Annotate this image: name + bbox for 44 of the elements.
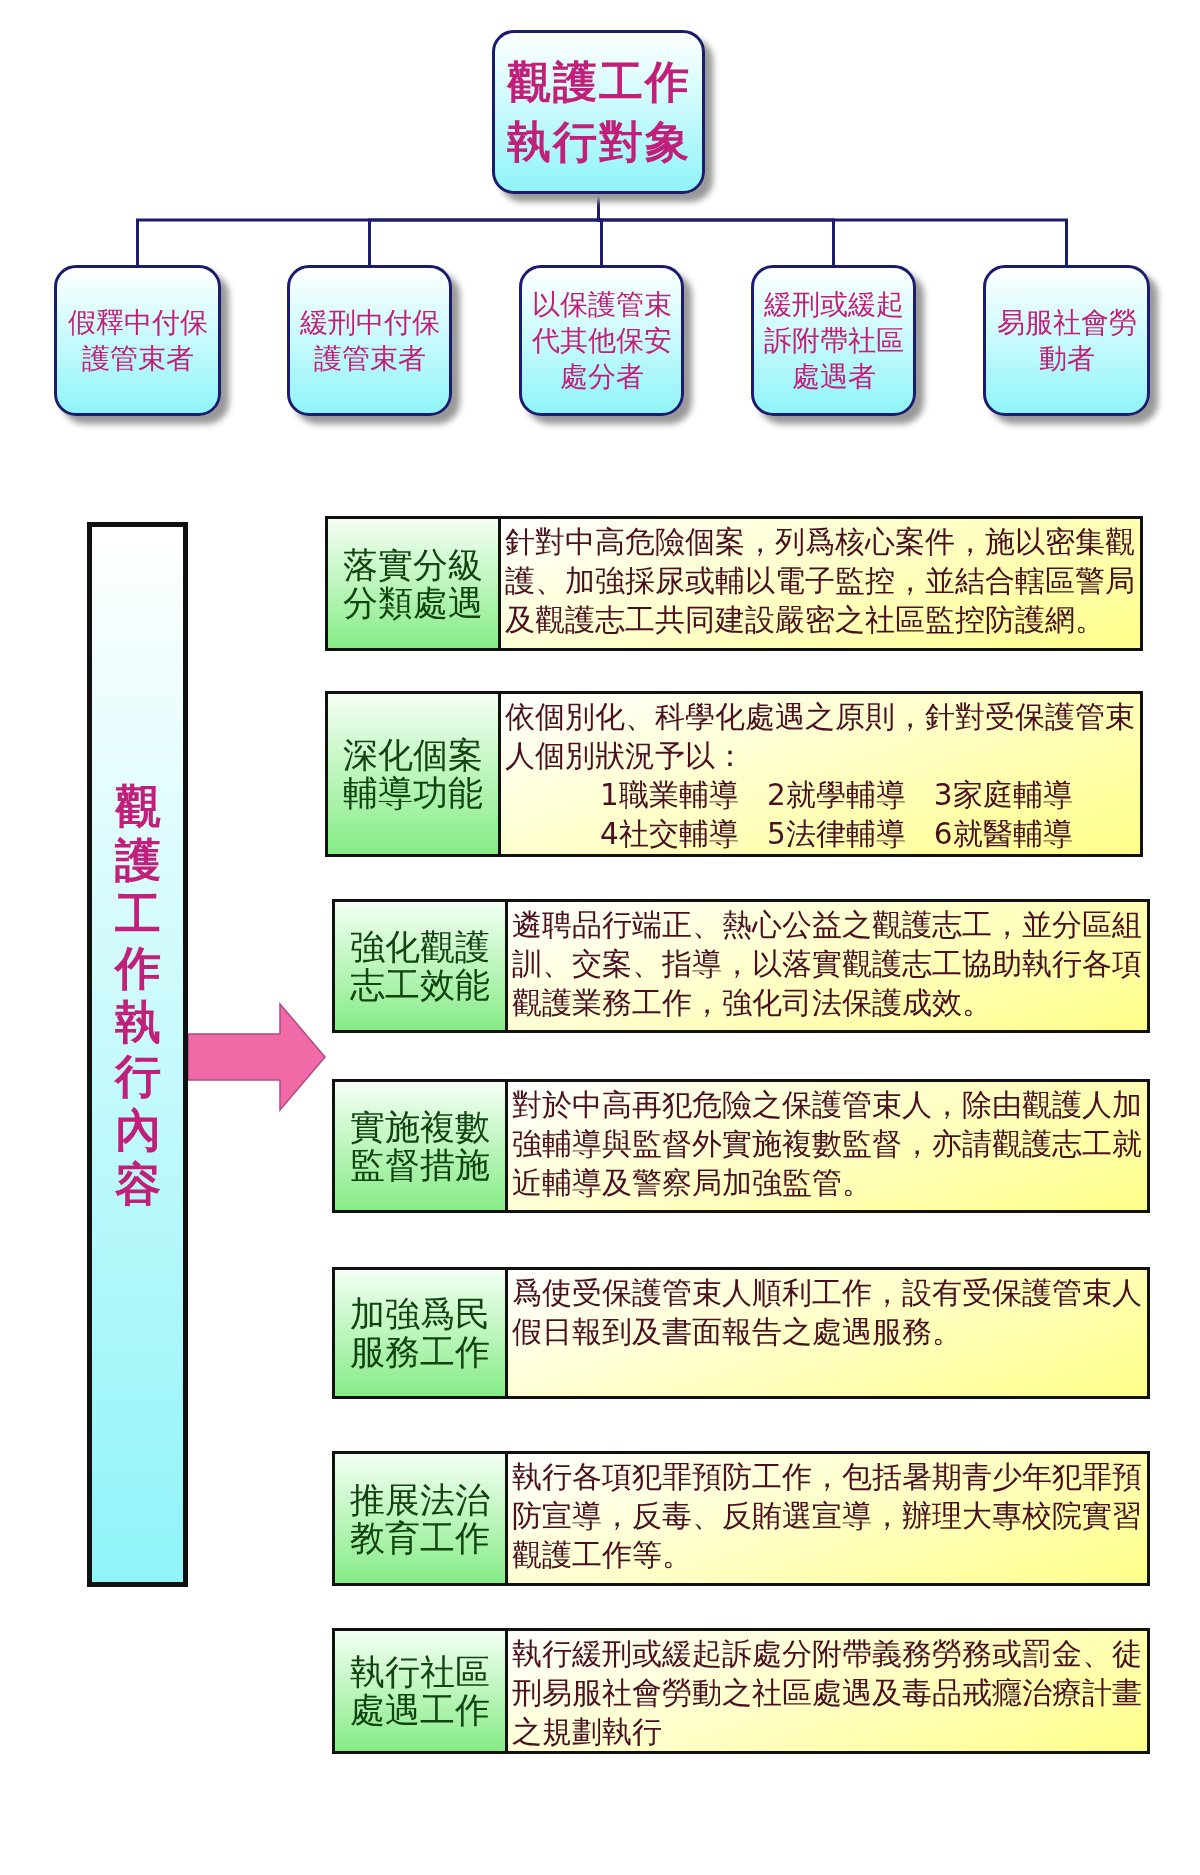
description-text: 執行各項犯罪預防工作，包括暑期青少年犯罪預防宣導，反毒、反賄選宣導，辦理大專校院實習觀護工作等。 [512,1459,1143,1574]
description-text: 執行緩刑或緩起訴處分附帶義務勞務或罰金、徒刑易服社會勞動之社區處遇及毒品戒癮治療計畫之規劃執行 [512,1636,1143,1751]
heading-box [325,691,501,857]
heading-box [332,1267,508,1399]
description-text: 針對中高危險個案，列爲核心案件，施以密集觀護、加強採尿或輔以電子監控，並結合轄區警局及觀護志工共同建設嚴密之社區監控防護網。 [505,524,1136,639]
heading-text: 推展法治教育工作 [349,1480,491,1557]
category-label: 以保護管束代其他保安處分者 [530,286,673,395]
banner-text: 觀護工作執行內容 [113,778,162,1211]
description-box [508,1451,1150,1586]
description-text: 遴聘品行端正、熱心公益之觀護志工，並分區組訓、交案、指導，以落實觀護志工協助執行各項觀護業務工作，強化司法保護成效。 [512,907,1143,1022]
heading-box [332,1628,508,1754]
category-label: 緩刑或緩起訴附帶社區處遇者 [762,286,905,395]
block-arrow [187,1001,326,1113]
description-text: 爲使受保護管束人順利工作，設有受保護管束人假日報到及書面報告之處遇服務。 [512,1275,1143,1351]
heading-box [325,516,501,651]
description-box [501,516,1143,651]
category-label: 緩刑中付保護管束者 [298,304,441,377]
heading-box [332,899,508,1033]
description-box [508,1079,1150,1213]
description-box [501,691,1143,857]
vertical-banner [87,522,188,1587]
heading-text: 實施複數監督措施 [349,1108,491,1184]
description-text: 對於中高再犯危險之保護管束人，除由觀護人加強輔導與監督外實施複數監督，亦請觀護志工就近輔導及警察局加強監管。 [512,1087,1143,1202]
description-text: 依個別化、科學化處遇之原則，針對受保護管束人個別狀況予以： [505,699,1136,775]
category-box [54,265,221,416]
heading-text: 深化個案輔導功能 [342,736,484,812]
category-box [983,265,1150,416]
heading-box [332,1079,508,1213]
category-label: 假釋中付保護管束者 [66,304,209,377]
category-box [519,265,684,416]
category-label: 易服社會勞動者 [995,304,1138,377]
description-box [508,1267,1150,1399]
heading-text: 加強爲民服務工作 [349,1295,491,1371]
category-box [287,265,452,416]
list-line: 4社交輔導 5法律輔導 6就醫輔導 [599,816,1074,853]
title-text: 觀護工作執行對象 [505,55,692,169]
category-box [751,265,916,416]
heading-text: 執行社區處遇工作 [349,1653,491,1729]
description-box [508,899,1150,1033]
title-box [492,30,705,194]
heading-text: 強化觀護志工效能 [349,928,491,1004]
list-line: 1職業輔導 2就學輔導 3家庭輔導 [599,777,1074,814]
heading-text: 落實分級分類處遇 [342,545,484,622]
heading-box [332,1451,508,1586]
